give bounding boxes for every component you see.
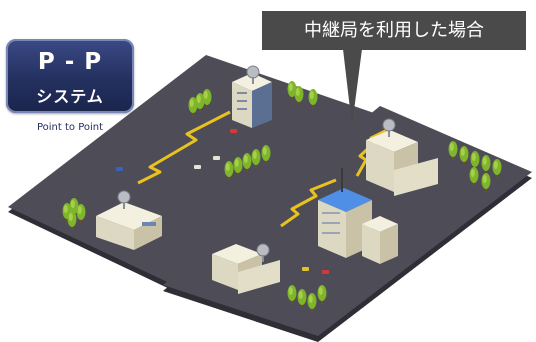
car — [302, 267, 309, 271]
car — [213, 156, 220, 160]
car — [116, 167, 123, 171]
building-office-right — [212, 243, 280, 294]
link-left — [137, 110, 231, 185]
building-office-left — [96, 190, 162, 250]
building-tower-right — [366, 118, 438, 196]
car — [322, 270, 329, 274]
badge-caption: Point to Point — [36, 122, 104, 133]
building-tower-left — [232, 65, 272, 128]
relay-callout: 中継局を利用した場合 — [262, 11, 526, 50]
badge-title: P - P — [37, 49, 103, 75]
car — [194, 165, 201, 169]
callout-pointer — [343, 49, 362, 126]
link-right-a — [280, 178, 337, 228]
pp-system-badge: P - P システム — [6, 39, 134, 113]
badge-subtitle: システム — [36, 87, 104, 106]
building-annex-right — [362, 216, 398, 264]
car — [230, 129, 237, 133]
